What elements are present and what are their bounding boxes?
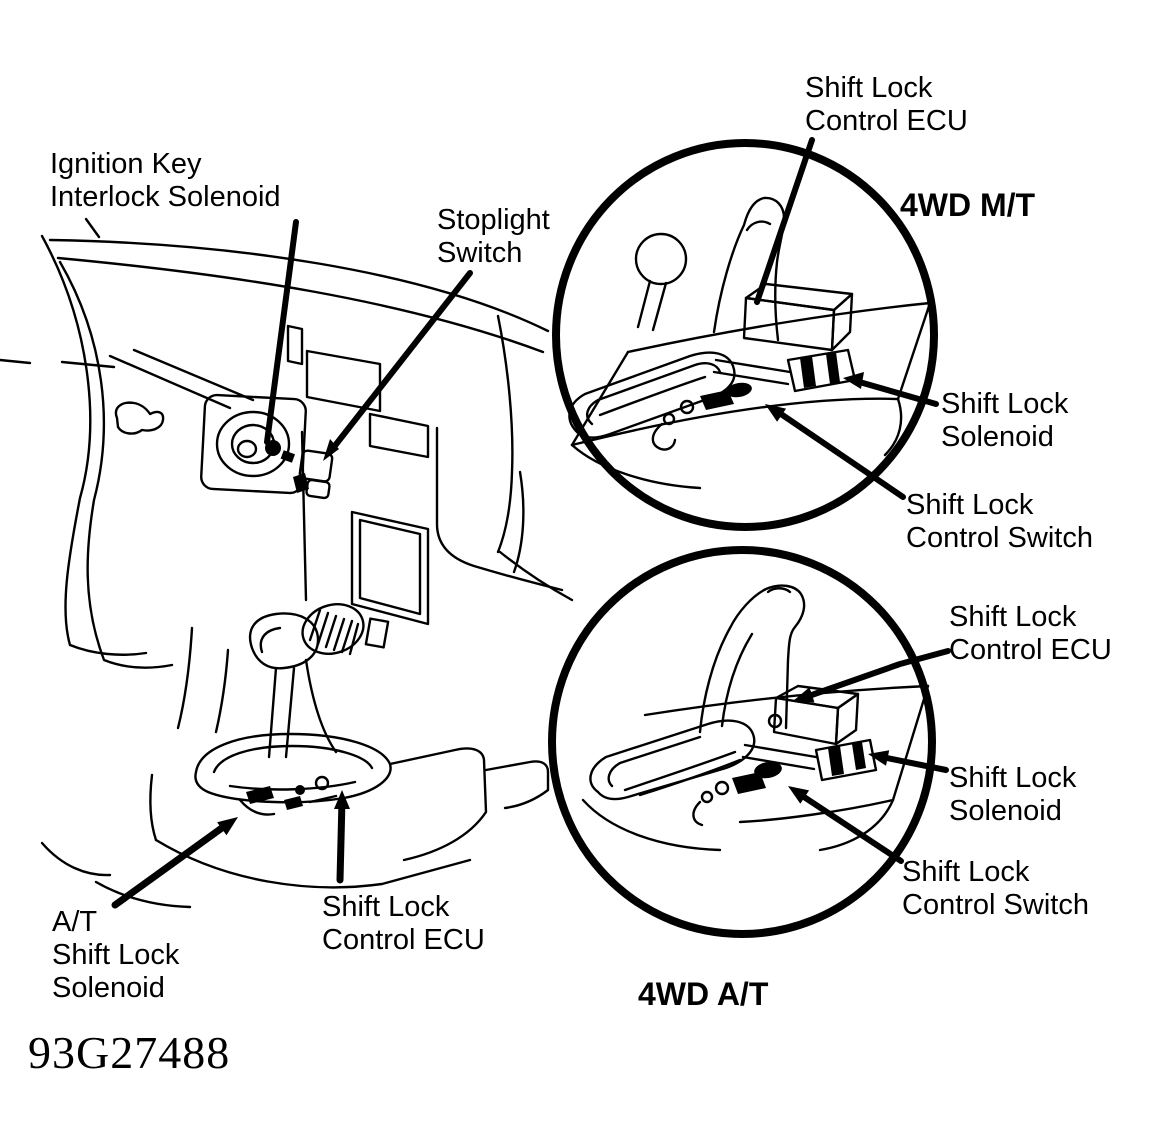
inset-4wd-mt xyxy=(552,137,939,531)
label-shift-lock-control-ecu-at: Shift Lock Control ECU xyxy=(949,601,1112,667)
label-at-shift-lock-solenoid: A/T Shift Lock Solenoid xyxy=(52,906,180,1005)
label-shift-lock-control-switch-at: Shift Lock Control Switch xyxy=(902,856,1089,922)
title-4wd-mt: 4WD M/T xyxy=(900,187,1036,223)
label-shift-lock-control-ecu-floor: Shift Lock Control ECU xyxy=(322,891,485,957)
dashboard-drawing xyxy=(0,217,574,909)
figure-id: 93G27488 xyxy=(28,1027,231,1078)
label-shift-lock-solenoid-mt: Shift Lock Solenoid xyxy=(941,388,1069,454)
inset-4wd-at xyxy=(548,546,951,938)
leader-lines-main xyxy=(111,219,473,909)
label-ignition-key-interlock-solenoid: Ignition Key Interlock Solenoid xyxy=(50,148,281,214)
label-stoplight-switch: Stoplight Switch xyxy=(437,204,550,270)
label-shift-lock-control-switch-mt: Shift Lock Control Switch xyxy=(906,489,1093,555)
label-shift-lock-solenoid-at: Shift Lock Solenoid xyxy=(949,762,1077,828)
title-4wd-at: 4WD A/T xyxy=(638,976,769,1012)
label-shift-lock-control-ecu-mt: Shift Lock Control ECU xyxy=(805,72,968,138)
